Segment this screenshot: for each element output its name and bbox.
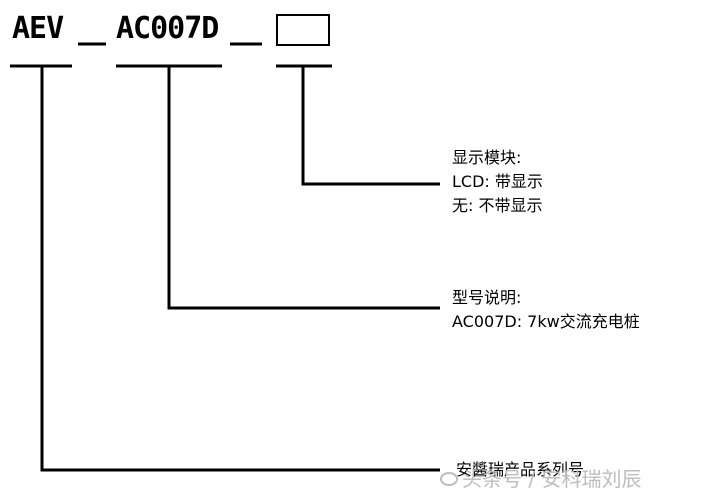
code-model: AC007D [116, 11, 219, 46]
connector-display-module [301, 66, 440, 186]
watermark-text: 头条号 / 安科瑞刘辰 [462, 467, 642, 491]
watermark: 头条号 / 安科瑞刘辰 [440, 466, 641, 492]
display-module-option-none: 无: 不带显示 [452, 196, 543, 215]
series-title: 安醬瑞产品系列号 [456, 460, 585, 479]
model-description-line: AC007D: 7kw交流充电桩 [452, 312, 640, 331]
display-module-description: 显示模块: LCD: 带显示 无: 不带显示 [452, 146, 543, 218]
connector-model-desc [167, 66, 440, 310]
display-module-option-lcd: LCD: 带显示 [452, 172, 543, 191]
code-prefix: AEV [12, 11, 64, 46]
model-description: 型号说明: AC007D: 7kw交流充电桩 [452, 286, 640, 334]
series-description: 安醬瑞产品系列号 [456, 458, 584, 482]
display-module-title: 显示模块: [452, 148, 522, 167]
chat-bubble-icon [440, 472, 458, 486]
blank-code-box [276, 14, 330, 46]
model-description-title: 型号说明: [452, 288, 522, 307]
connector-series [40, 66, 440, 472]
